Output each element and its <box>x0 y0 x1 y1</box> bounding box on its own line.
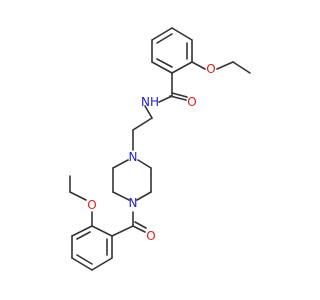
bottom-carbonyl-group <box>111 211 147 237</box>
atom-label-o-ethoxy-bottom: O <box>87 198 96 212</box>
atom-label-n-piperazine-4: N <box>129 196 138 210</box>
bottom-ethoxy-group <box>69 175 93 227</box>
ethylene-linker <box>132 105 153 151</box>
atom-label-o-ethoxy-top: O <box>206 62 215 76</box>
top-benzene-ring <box>151 27 193 74</box>
atom-label-n-piperazine-1: N <box>129 150 138 164</box>
atom-label-n-amide: NH <box>141 95 159 109</box>
bottom-benzene-ring <box>71 225 113 271</box>
atom-label-o-carbonyl-bottom: O <box>146 229 155 243</box>
piperazine-ring <box>112 159 152 201</box>
molecule-structure-diagram: O O NH N N O O <box>69 27 251 271</box>
top-ethoxy-group <box>191 61 251 74</box>
top-amide-group <box>158 72 188 103</box>
atom-label-o-carbonyl-top: O <box>187 95 196 109</box>
